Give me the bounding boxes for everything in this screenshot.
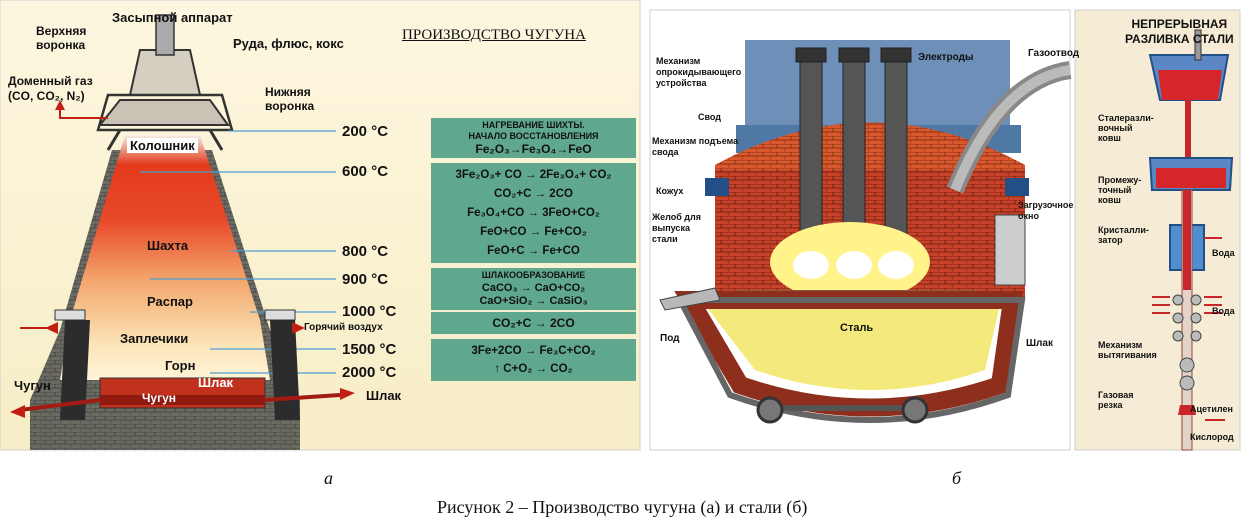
label-furnace-hearth: Под — [660, 333, 680, 344]
label-casing: Кожух — [656, 186, 683, 196]
reaction-1-line2: НАЧАЛО ВОССТАНОВЛЕНИЯ — [431, 131, 636, 142]
reaction-4-line1: CO₂+C → 2CO — [431, 315, 636, 331]
label-slag-out: Шлак — [366, 388, 401, 403]
label-lift-line2: свода — [652, 147, 738, 158]
reaction-5-line2: ↑ C+O₂ → CO₂ — [431, 360, 636, 378]
label-lower-funnel-line2: воронка — [265, 99, 314, 113]
temp-200: 200 °C — [342, 123, 388, 140]
label-hearth: Горн — [165, 358, 195, 373]
temp-800: 800 °C — [342, 243, 388, 260]
reaction-3-line1: ШЛАКООБРАЗОВАНИЕ — [431, 269, 636, 282]
temp-1000: 1000 °C — [342, 303, 396, 320]
label-electrodes: Электроды — [918, 52, 974, 63]
label-shoulders: Заплечики — [120, 331, 188, 346]
label-iron-out: Чугун — [14, 378, 51, 393]
caption-b: б — [952, 468, 961, 489]
label-mold-line1: Кристалли- — [1098, 225, 1149, 235]
label-bosh: Распар — [147, 294, 193, 309]
label-ladle-line1: Сталеразли- — [1098, 113, 1154, 123]
label-steel: Сталь — [840, 322, 873, 334]
label-water-1: Вода — [1212, 248, 1235, 258]
label-lift-line1: Механизм подъема — [652, 136, 738, 147]
label-slag-inner: Шлак — [198, 375, 233, 390]
reaction-box-4: CO₂+C → 2CO — [431, 315, 636, 331]
label-tundish-line1: Промежу- — [1098, 175, 1141, 185]
label-upper-funnel-line2: воронка — [36, 38, 86, 52]
reaction-2-line2: CO₂+C → 2CO — [431, 185, 636, 204]
reaction-3-line2: CaCO₃ → CaO+CO₂ — [431, 282, 636, 295]
label-gas-outlet: Газоотвод — [1028, 48, 1079, 59]
temp-600: 600 °C — [342, 163, 388, 180]
label-roof: Свод — [698, 112, 721, 122]
panel-c-title-line1: НЕПРЕРЫВНАЯ — [1125, 17, 1234, 32]
label-lower-funnel-line1: Нижняя — [265, 85, 314, 99]
reaction-5-line1: 3Fe+2CO → Fe₃C+CO₂ — [431, 342, 636, 360]
label-pull-line1: Механизм — [1098, 340, 1157, 350]
reaction-box-5: 3Fe+2CO → Fe₃C+CO₂ ↑ C+O₂ → CO₂ — [431, 342, 636, 378]
label-tilt-line2: опрокидывающего — [656, 67, 741, 78]
label-mold-line2: затор — [1098, 235, 1149, 245]
label-blast-gas-line1: Доменный газ — [8, 74, 93, 89]
reaction-2-line1: 3Fe₂O₃+ CO → 2Fe₃O₄+ CO₂ — [431, 166, 636, 185]
label-tilt-line1: Механизм — [656, 56, 741, 67]
label-hot-air: Горячий воздух — [304, 322, 383, 333]
reaction-box-3: ШЛАКООБРАЗОВАНИЕ CaCO₃ → CaO+CO₂ CaO+SiO… — [431, 269, 636, 308]
reaction-2-line3: Fe₃O₄+CO → 3FeO+CO₂ — [431, 204, 636, 223]
label-tundish-line3: ковш — [1098, 195, 1141, 205]
temp-900: 900 °C — [342, 271, 388, 288]
label-tilt-line3: устройства — [656, 78, 741, 89]
panel-c-title: НЕПРЕРЫВНАЯ РАЗЛИВКА СТАЛИ — [1125, 17, 1234, 47]
label-spout-line1: Желоб для — [652, 212, 701, 223]
label-cut-line1: Газовая — [1098, 390, 1134, 400]
label-blast-gas-line2: (CO, CO₂, N₂) — [8, 89, 93, 104]
label-water-2: Вода — [1212, 306, 1235, 316]
label-spout-line2: выпуска — [652, 223, 701, 234]
label-upper-funnel-line1: Верхняя — [36, 24, 86, 38]
temp-1500: 1500 °C — [342, 341, 396, 358]
panel-a-title: ПРОИЗВОДСТВО ЧУГУНА — [402, 27, 586, 44]
label-iron-inner: Чугун — [142, 391, 176, 405]
reaction-2-line4: FeO+CO → Fe+CO₂ — [431, 223, 636, 242]
label-tundish: Промежу- точный ковш — [1098, 175, 1141, 205]
label-lower-funnel: Нижняя воронка — [265, 85, 314, 113]
reaction-1-line1: НАГРЕВАНИЕ ШИХТЫ. — [431, 120, 636, 131]
label-upper-funnel: Верхняя воронка — [36, 24, 86, 52]
figure-caption: Рисунок 2 – Производство чугуна (а) и ст… — [437, 497, 807, 518]
label-casting-ladle: Сталеразли- вочный ковш — [1098, 113, 1154, 143]
label-pull-mechanism: Механизм вытягивания — [1098, 340, 1157, 360]
label-furnace-slag: Шлак — [1026, 338, 1053, 349]
panel-c-title-line2: РАЗЛИВКА СТАЛИ — [1125, 32, 1234, 47]
label-ladle-line3: ковш — [1098, 133, 1154, 143]
label-door-line2: окно — [1018, 211, 1073, 222]
caption-a: а — [324, 468, 333, 489]
label-tilt-mechanism: Механизм опрокидывающего устройства — [656, 56, 741, 89]
label-acetylene: Ацетилен — [1190, 404, 1240, 414]
temp-2000: 2000 °C — [342, 364, 396, 381]
reaction-box-1: НАГРЕВАНИЕ ШИХТЫ. НАЧАЛО ВОССТАНОВЛЕНИЯ … — [431, 120, 636, 156]
label-oxygen: Кислород — [1190, 432, 1242, 442]
label-blast-gas: Доменный газ (CO, CO₂, N₂) — [8, 74, 93, 104]
label-shaft: Шахта — [147, 238, 188, 253]
label-spout: Желоб для выпуска стали — [652, 212, 701, 245]
label-lift-mechanism: Механизм подъема свода — [652, 136, 738, 158]
label-charge-door: Загрузочное окно — [1018, 200, 1073, 222]
label-charger: Засыпной аппарат — [112, 10, 233, 25]
label-cut-line2: резка — [1098, 400, 1134, 410]
label-tundish-line2: точный — [1098, 185, 1141, 195]
label-ore: Руда, флюс, кокс — [233, 36, 344, 51]
label-pull-line2: вытягивания — [1098, 350, 1157, 360]
label-spout-line3: стали — [652, 234, 701, 245]
reaction-1-line3: Fe₂O₃→Fe₃O₄→FeO — [431, 142, 636, 156]
label-ladle-line2: вочный — [1098, 123, 1154, 133]
reaction-3-line3: CaO+SiO₂ → CaSiO₃ — [431, 295, 636, 308]
reaction-box-2: 3Fe₂O₃+ CO → 2Fe₃O₄+ CO₂ CO₂+C → 2CO Fe₃… — [431, 166, 636, 261]
label-mold: Кристалли- затор — [1098, 225, 1149, 245]
reaction-2-line5: FeO+C → Fe+CO — [431, 242, 636, 261]
label-door-line1: Загрузочное — [1018, 200, 1073, 211]
label-gas-cutting: Газовая резка — [1098, 390, 1134, 410]
label-top: Колошник — [127, 138, 198, 153]
